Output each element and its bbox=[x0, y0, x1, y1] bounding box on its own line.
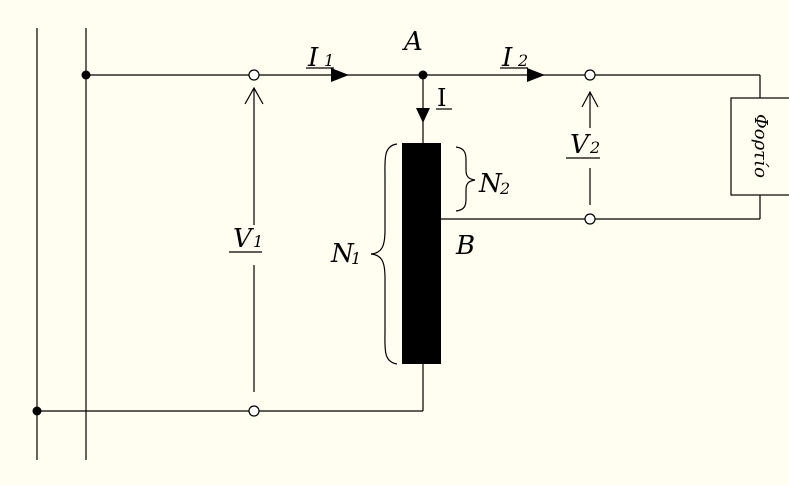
v1-arrowhead bbox=[244, 86, 264, 105]
label-i1: I 1 bbox=[306, 43, 334, 73]
label-i-tap: I bbox=[436, 84, 452, 112]
label-i1-sub: 1 bbox=[324, 51, 334, 70]
label-i-tap-main: I bbox=[437, 84, 446, 112]
label-v2-sub: 2 bbox=[589, 138, 600, 157]
label-v1-sub: 1 bbox=[253, 232, 263, 251]
label-v2-main: V bbox=[570, 130, 591, 160]
label-n1: N 1 bbox=[330, 239, 361, 269]
label-v1-main: V bbox=[233, 224, 254, 254]
label-n2-main: N bbox=[478, 169, 503, 199]
load-label: Φορτίο bbox=[750, 114, 771, 178]
terminal-output-top bbox=[584, 69, 596, 81]
label-v2: V 2 bbox=[566, 130, 600, 160]
label-i1-main: I bbox=[307, 43, 319, 73]
label-node-b: B bbox=[455, 231, 475, 261]
label-n1-main: N bbox=[330, 239, 355, 269]
current-i1-arrow bbox=[331, 68, 349, 82]
label-n2: N 2 bbox=[478, 169, 510, 199]
label-node-a: A bbox=[402, 27, 423, 57]
n1-brace bbox=[370, 143, 398, 365]
transformer-winding bbox=[402, 143, 441, 364]
current-i2-arrow bbox=[527, 68, 545, 82]
terminal-input-bottom bbox=[248, 405, 260, 417]
current-i-arrow bbox=[416, 108, 430, 123]
v2-arrowhead bbox=[581, 90, 599, 108]
load-box bbox=[730, 97, 789, 196]
label-n2-sub: 2 bbox=[499, 179, 510, 198]
terminal-output-bottom bbox=[584, 213, 596, 225]
n2-brace bbox=[455, 146, 476, 212]
label-n1-sub: 1 bbox=[351, 249, 361, 268]
junction-bottom-left bbox=[32, 406, 42, 416]
label-i2-main: I bbox=[501, 43, 513, 73]
label-i2-sub: 2 bbox=[517, 51, 528, 70]
label-v1: V 1 bbox=[229, 224, 263, 254]
junction-top-left bbox=[81, 70, 91, 80]
terminal-input-top bbox=[248, 69, 260, 81]
label-i2: I 2 bbox=[500, 43, 528, 73]
